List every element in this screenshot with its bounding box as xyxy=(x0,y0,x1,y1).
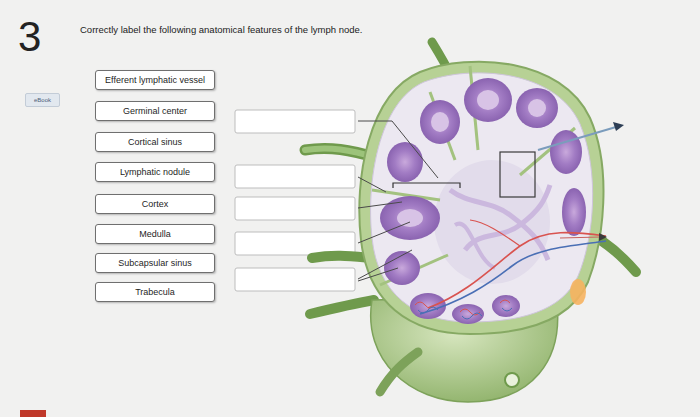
label-tile: Subcapsular sinus xyxy=(95,253,215,273)
bracket xyxy=(393,183,460,188)
lymphatic-nodule xyxy=(492,295,520,317)
label-text: Subcapsular sinus xyxy=(118,258,192,268)
vessel-opening xyxy=(505,373,519,387)
lymphatic-nodule xyxy=(562,188,586,236)
vein xyxy=(420,241,606,314)
label-tile: Germinal center xyxy=(95,101,215,121)
marker-square xyxy=(500,152,535,197)
lymphatic-nodule xyxy=(550,130,582,174)
label-text: Cortex xyxy=(142,199,169,209)
lymphatic-nodule xyxy=(387,142,423,182)
leader-line xyxy=(358,121,438,178)
lymphatic-nodule xyxy=(516,88,558,128)
label-text: Germinal center xyxy=(123,106,187,116)
label-tile: Cortical sinus xyxy=(95,132,215,152)
lymphatic-nodule xyxy=(384,251,420,285)
lymphatic-nodule xyxy=(420,100,460,144)
medullary-cord xyxy=(465,185,550,250)
medullary-cord xyxy=(455,224,495,268)
germinal-center xyxy=(528,99,546,117)
germinal-center xyxy=(477,90,499,110)
capillary xyxy=(415,300,510,315)
vessel-arrow xyxy=(538,127,616,150)
subcapsular-sinus xyxy=(371,73,593,322)
lymphatic-nodule xyxy=(464,78,512,122)
ebook-button: eBook xyxy=(25,93,60,107)
label-tile: Trabecula xyxy=(95,282,215,302)
answer-box xyxy=(235,197,355,220)
question-text: Correctly label the following anatomical… xyxy=(80,24,363,35)
afferent-vessel xyxy=(312,256,370,258)
capillary xyxy=(418,307,512,319)
lymphatic-nodule xyxy=(380,196,440,240)
label-tile: Efferent lymphatic vessel xyxy=(95,70,215,90)
label-text: Medulla xyxy=(139,229,171,239)
leader-line xyxy=(358,250,412,279)
medulla xyxy=(434,160,550,284)
efferent-tube xyxy=(380,352,418,392)
germinal-center xyxy=(431,112,449,132)
afferent-vessel xyxy=(310,300,374,314)
leader-line xyxy=(358,177,386,192)
label-text: Lymphatic nodule xyxy=(120,167,190,177)
answer-box xyxy=(235,165,355,188)
lymphatic-nodule xyxy=(410,293,446,319)
leader-line xyxy=(358,202,402,208)
label-tile: Medulla xyxy=(95,224,215,244)
answer-box xyxy=(235,110,355,133)
question-number: 3 xyxy=(18,16,41,58)
capsule xyxy=(359,62,603,334)
leader-line xyxy=(358,268,398,281)
label-text: Efferent lymphatic vessel xyxy=(105,75,205,85)
vessel-arrow xyxy=(560,237,600,238)
label-text: Trabecula xyxy=(135,287,175,297)
label-tile: Lymphatic nodule xyxy=(95,162,215,182)
arrowhead xyxy=(599,233,607,241)
answer-box xyxy=(235,268,355,291)
label-tile: Cortex xyxy=(95,194,215,214)
germinal-center xyxy=(397,209,423,227)
arrowhead xyxy=(613,122,624,131)
leader-line xyxy=(358,222,410,243)
corner-mark xyxy=(20,410,46,417)
label-text: Cortical sinus xyxy=(128,137,182,147)
artery xyxy=(470,220,520,246)
glare xyxy=(570,279,586,305)
